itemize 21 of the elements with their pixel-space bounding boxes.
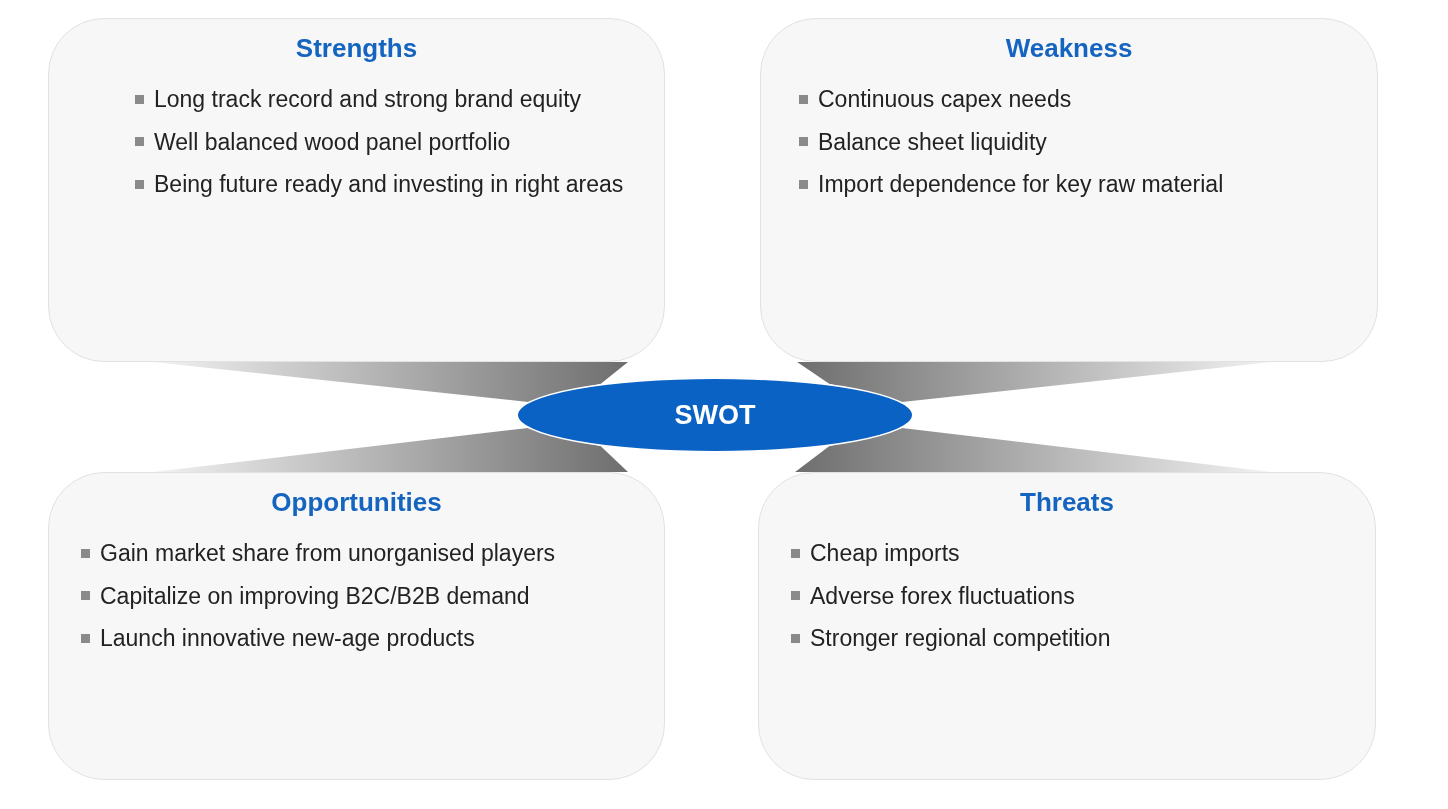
bullet-text: Capitalize on improving B2C/B2B demand [100,581,530,611]
bullet-text: Long track record and strong brand equity [154,85,582,114]
quadrant-heading: Opportunities [271,486,442,519]
bullet-text: Stronger regional competition [810,624,1111,653]
bullet-text: Continuous capex needs [818,85,1072,114]
quadrant-heading: Threats [1020,486,1114,519]
bullet-text: Well balanced wood panel portfolio [154,127,511,157]
bullet-text: Import dependence for key raw material [818,170,1224,199]
bullet-text: Being future ready and investing in right areas [154,170,624,199]
quadrant-heading: Strengths [295,32,418,65]
bullet-text: Launch innovative new-age products [100,624,475,653]
center-label: SWOT [674,398,756,432]
bullet-text: Balance sheet liquidity [818,127,1047,157]
quadrant-card [48,18,665,362]
quadrant-card [48,472,665,780]
quadrant-card [758,472,1376,780]
bullet-text: Gain market share from unorganised players [100,539,556,568]
bullet-text: Cheap imports [810,539,960,568]
quadrant-card [760,18,1378,362]
bullet-text: Adverse forex fluctuations [810,581,1075,611]
quadrant-heading: Weakness [1005,32,1133,65]
